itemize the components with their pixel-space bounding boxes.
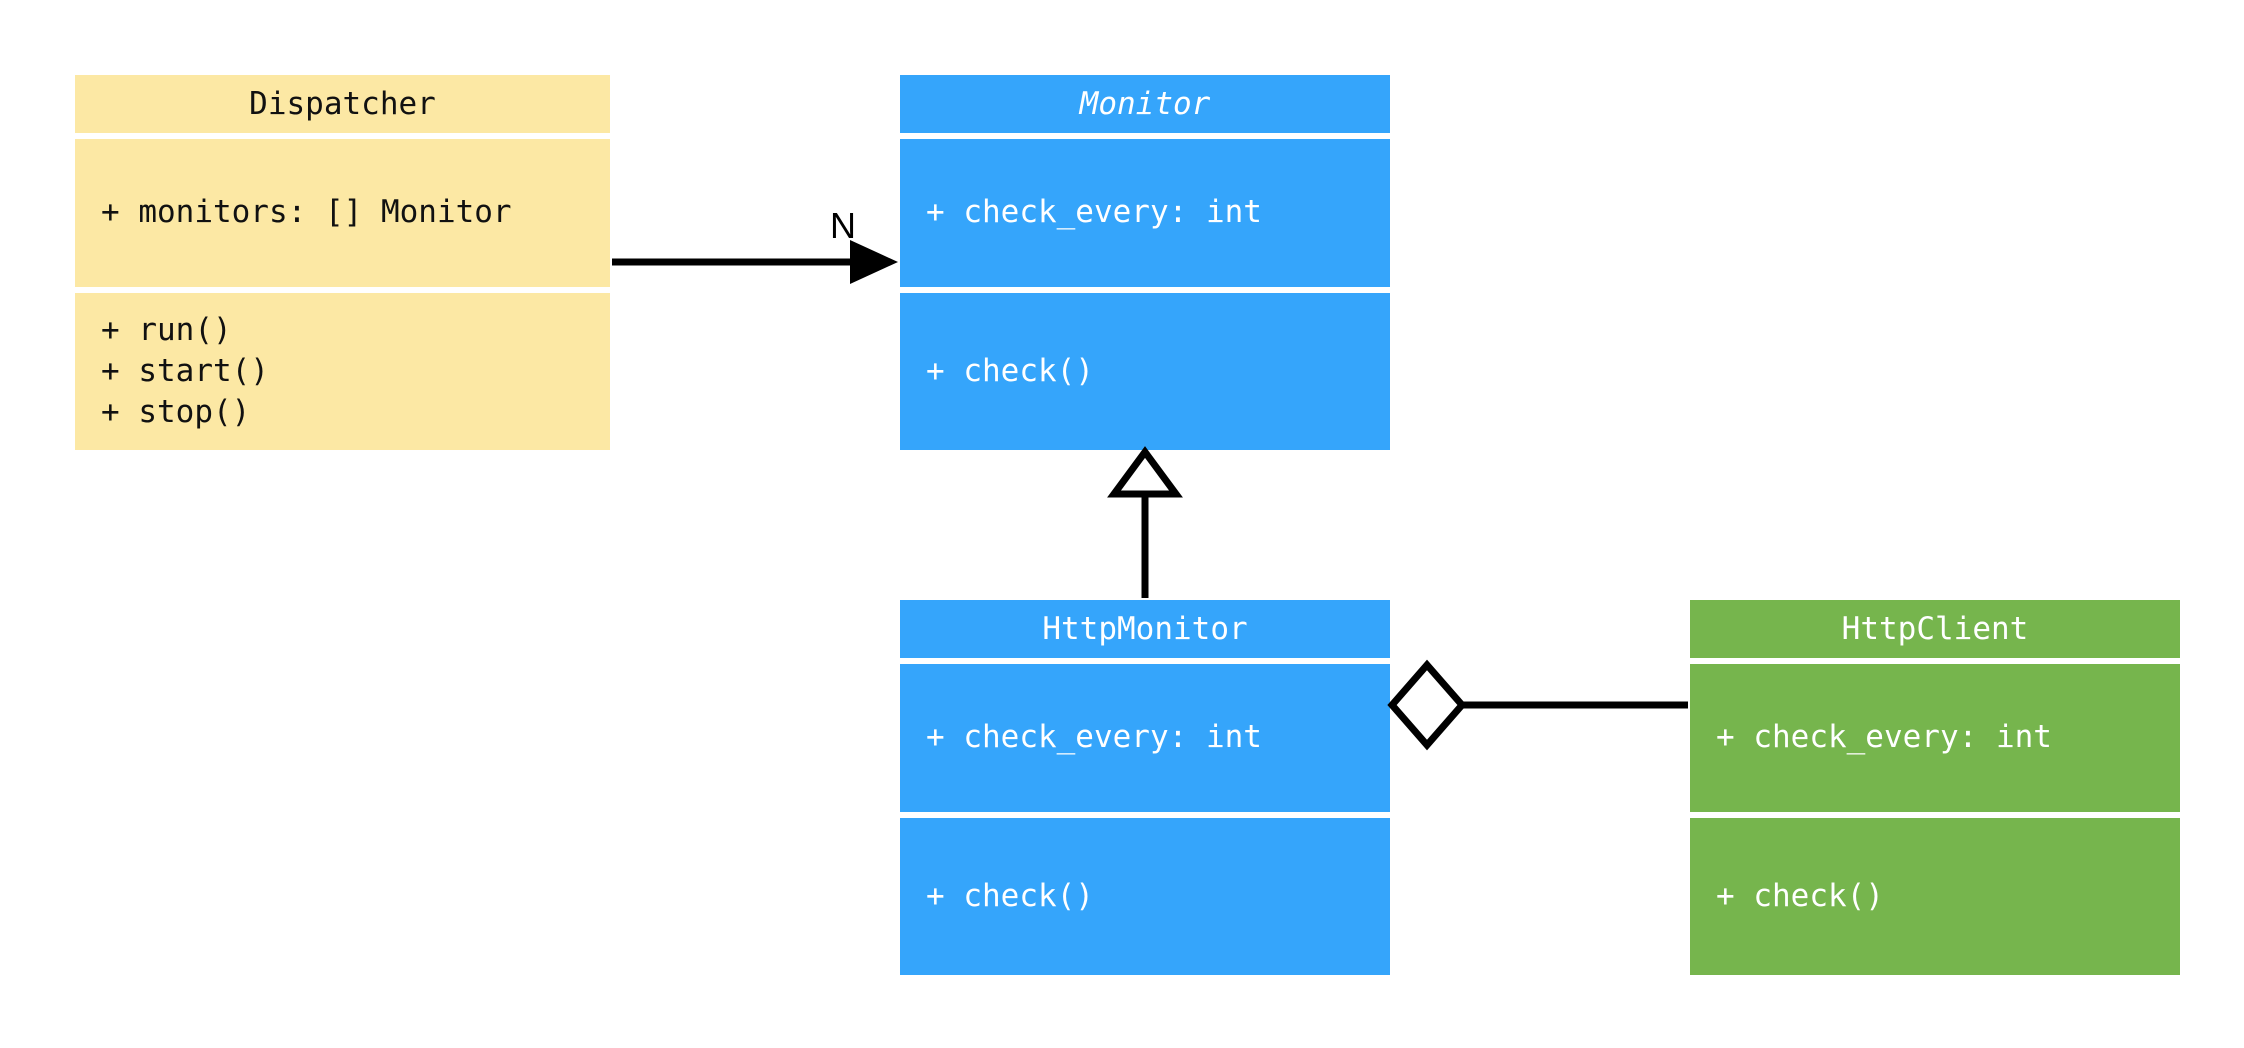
class-attributes-dispatcher: + monitors: [] Monitor <box>75 139 610 287</box>
class-attributes-monitor: + check_every: int <box>900 139 1390 287</box>
filled-triangle-arrowhead-icon <box>850 240 898 284</box>
class-attributes-http-monitor: + check_every: int <box>900 664 1390 812</box>
class-title-http-client: HttpClient <box>1690 600 2180 658</box>
attribute-row: + check_every: int <box>926 719 1262 756</box>
class-title-dispatcher: Dispatcher <box>75 75 610 133</box>
class-box-monitor[interactable]: Monitor + check_every: int + check() <box>900 75 1390 450</box>
class-methods-monitor: + check() <box>900 293 1390 450</box>
method-row: + start() <box>101 352 269 389</box>
class-methods-dispatcher: + run() + start() + stop() <box>75 293 610 450</box>
class-title-monitor: Monitor <box>900 75 1390 133</box>
method-row: + check() <box>1716 877 1884 914</box>
connector-http-monitor-to-monitor <box>1107 446 1183 598</box>
method-row: + stop() <box>101 394 251 431</box>
class-box-dispatcher[interactable]: Dispatcher + monitors: [] Monitor + run(… <box>75 75 610 450</box>
class-box-http-monitor[interactable]: HttpMonitor + check_every: int + check() <box>900 600 1390 975</box>
class-methods-http-client: + check() <box>1690 818 2180 975</box>
attribute-row: + monitors: [] Monitor <box>101 194 512 231</box>
method-row: + check() <box>926 352 1094 389</box>
method-row: + run() <box>101 311 232 348</box>
multiplicity-label-n: N <box>830 205 856 246</box>
connector-dispatcher-to-monitor <box>612 240 898 284</box>
class-box-http-client[interactable]: HttpClient + check_every: int + check() <box>1690 600 2180 975</box>
attribute-row: + check_every: int <box>1716 719 2052 756</box>
class-methods-http-monitor: + check() <box>900 818 1390 975</box>
hollow-triangle-arrowhead-icon <box>1107 446 1183 498</box>
class-attributes-http-client: + check_every: int <box>1690 664 2180 812</box>
connector-http-monitor-to-http-client <box>1387 659 1688 751</box>
class-title-http-monitor: HttpMonitor <box>900 600 1390 658</box>
attribute-row: + check_every: int <box>926 194 1262 231</box>
hollow-diamond-arrowhead-icon <box>1387 659 1467 751</box>
method-row: + check() <box>926 877 1094 914</box>
